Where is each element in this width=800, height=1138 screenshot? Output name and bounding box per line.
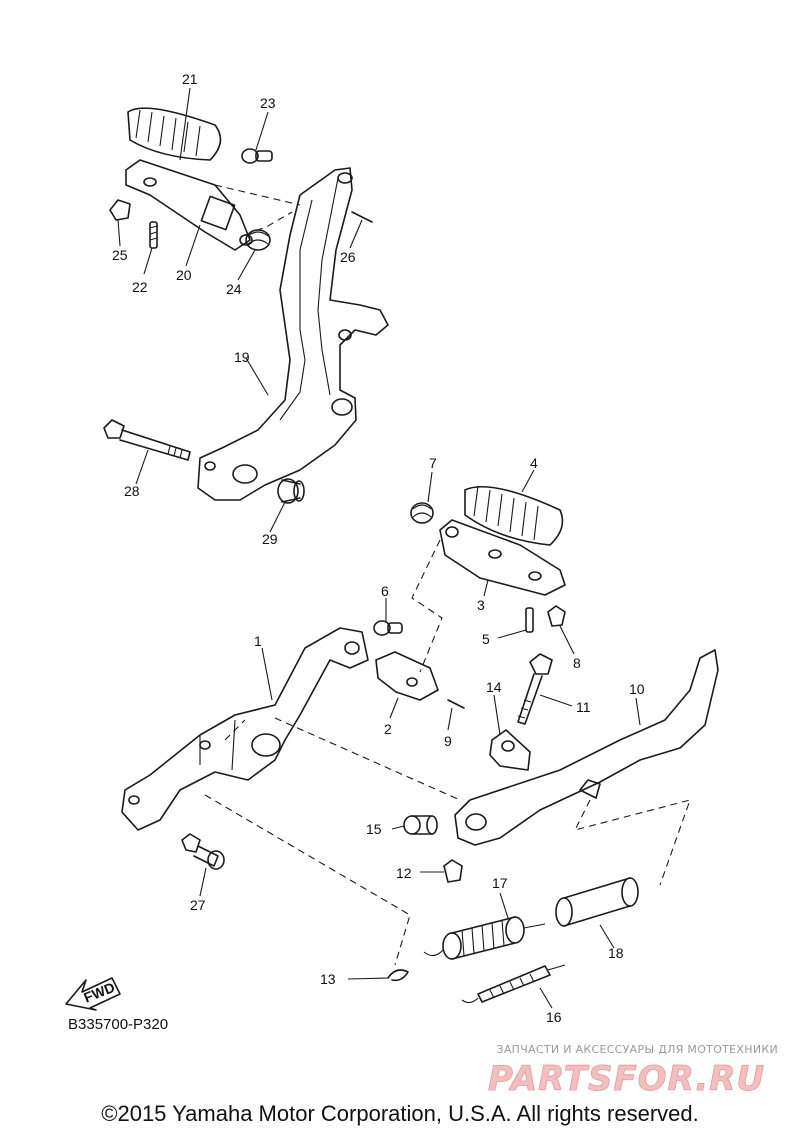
pin-6: [373, 620, 403, 636]
fwd-arrow-icon: FWD: [65, 977, 121, 1011]
callout-16: 16: [546, 1009, 562, 1025]
footrest-lower: [439, 519, 566, 596]
callout-24: 24: [226, 281, 242, 297]
callout-25: 25: [112, 247, 128, 263]
nut-8: [547, 605, 566, 627]
bolt-28: [103, 419, 191, 461]
callout-26: 26: [340, 249, 356, 265]
callout-numbers: 21 23 25 22 20 24 26 19 28 29 7 4 3 5 8 …: [112, 71, 645, 1025]
rear-footrest-bracket: [197, 167, 389, 501]
bolt-5: [525, 607, 534, 633]
callout-4: 4: [530, 455, 538, 471]
callout-6: 6: [381, 583, 389, 599]
bolt-27: [181, 833, 225, 870]
bolt-11: [517, 653, 553, 725]
nut-25: [109, 199, 131, 221]
callout-19: 19: [234, 349, 250, 365]
cotter-pin-26: [351, 211, 373, 223]
bolt-22: [149, 221, 158, 249]
callout-15: 15: [366, 821, 382, 837]
watermark-logo: PARTSFOR.RU: [488, 1059, 765, 1100]
watermark-tagline: ЗАПЧАСТИ И АКСЕССУАРЫ ДЛЯ МОТОТЕХНИКИ: [496, 1043, 778, 1056]
callout-13: 13: [320, 971, 336, 987]
nut-12: [443, 859, 463, 883]
callout-21: 21: [182, 71, 198, 87]
guide-line-lower-b: [274, 717, 461, 801]
footrest-rubber-upper: [127, 107, 222, 161]
guide-line-upper-a: [214, 184, 301, 206]
fwd-label: FWD: [81, 979, 117, 1006]
callout-12: 12: [396, 865, 412, 881]
callout-1: 1: [254, 633, 262, 649]
collar-15: [403, 815, 438, 835]
sidestand-bracket: [121, 627, 369, 831]
spring-7: [410, 502, 434, 524]
cotter-pin-9: [447, 699, 465, 709]
callout-18: 18: [608, 945, 624, 961]
guide-line-upper-b: [244, 211, 293, 236]
callout-23: 23: [260, 95, 276, 111]
pin-23: [241, 148, 273, 164]
guide-line-lower-a: [411, 539, 443, 673]
callout-27: 27: [190, 897, 206, 913]
spring-17: [423, 916, 546, 960]
footrest-rubber-lower: [464, 485, 564, 546]
callout-22: 22: [132, 279, 148, 295]
callout-14: 14: [486, 679, 502, 695]
callout-29: 29: [262, 531, 278, 547]
svg-text:PARTSFOR.RU: PARTSFOR.RU: [488, 1059, 765, 1099]
copyright-notice: ©2015 Yamaha Motor Corporation, U.S.A. A…: [101, 1101, 699, 1126]
callout-7: 7: [429, 455, 437, 471]
footrest-bracket-2: [375, 651, 439, 701]
cotter-pin-13: [387, 969, 409, 982]
callout-17: 17: [492, 875, 508, 891]
catalog-code: B335700-P320: [68, 1016, 169, 1033]
spring-16: [461, 964, 566, 1004]
callout-28: 28: [124, 483, 140, 499]
callout-9: 9: [444, 733, 452, 749]
callout-3: 3: [477, 597, 485, 613]
guide-line-lower-d: [573, 799, 691, 886]
callout-8: 8: [573, 655, 581, 671]
plate-14: [489, 729, 531, 771]
callout-20: 20: [176, 267, 192, 283]
callout-2: 2: [384, 721, 392, 737]
callout-11: 11: [576, 699, 591, 715]
sidestand: [454, 649, 719, 846]
leader-lines: [117, 87, 641, 1009]
guide-line-lower-e: [224, 719, 246, 741]
sleeve-18: [555, 877, 639, 927]
callout-5: 5: [482, 631, 490, 647]
callout-10: 10: [629, 681, 645, 697]
collar-29: [277, 478, 305, 504]
footrest-upper: [125, 159, 253, 251]
